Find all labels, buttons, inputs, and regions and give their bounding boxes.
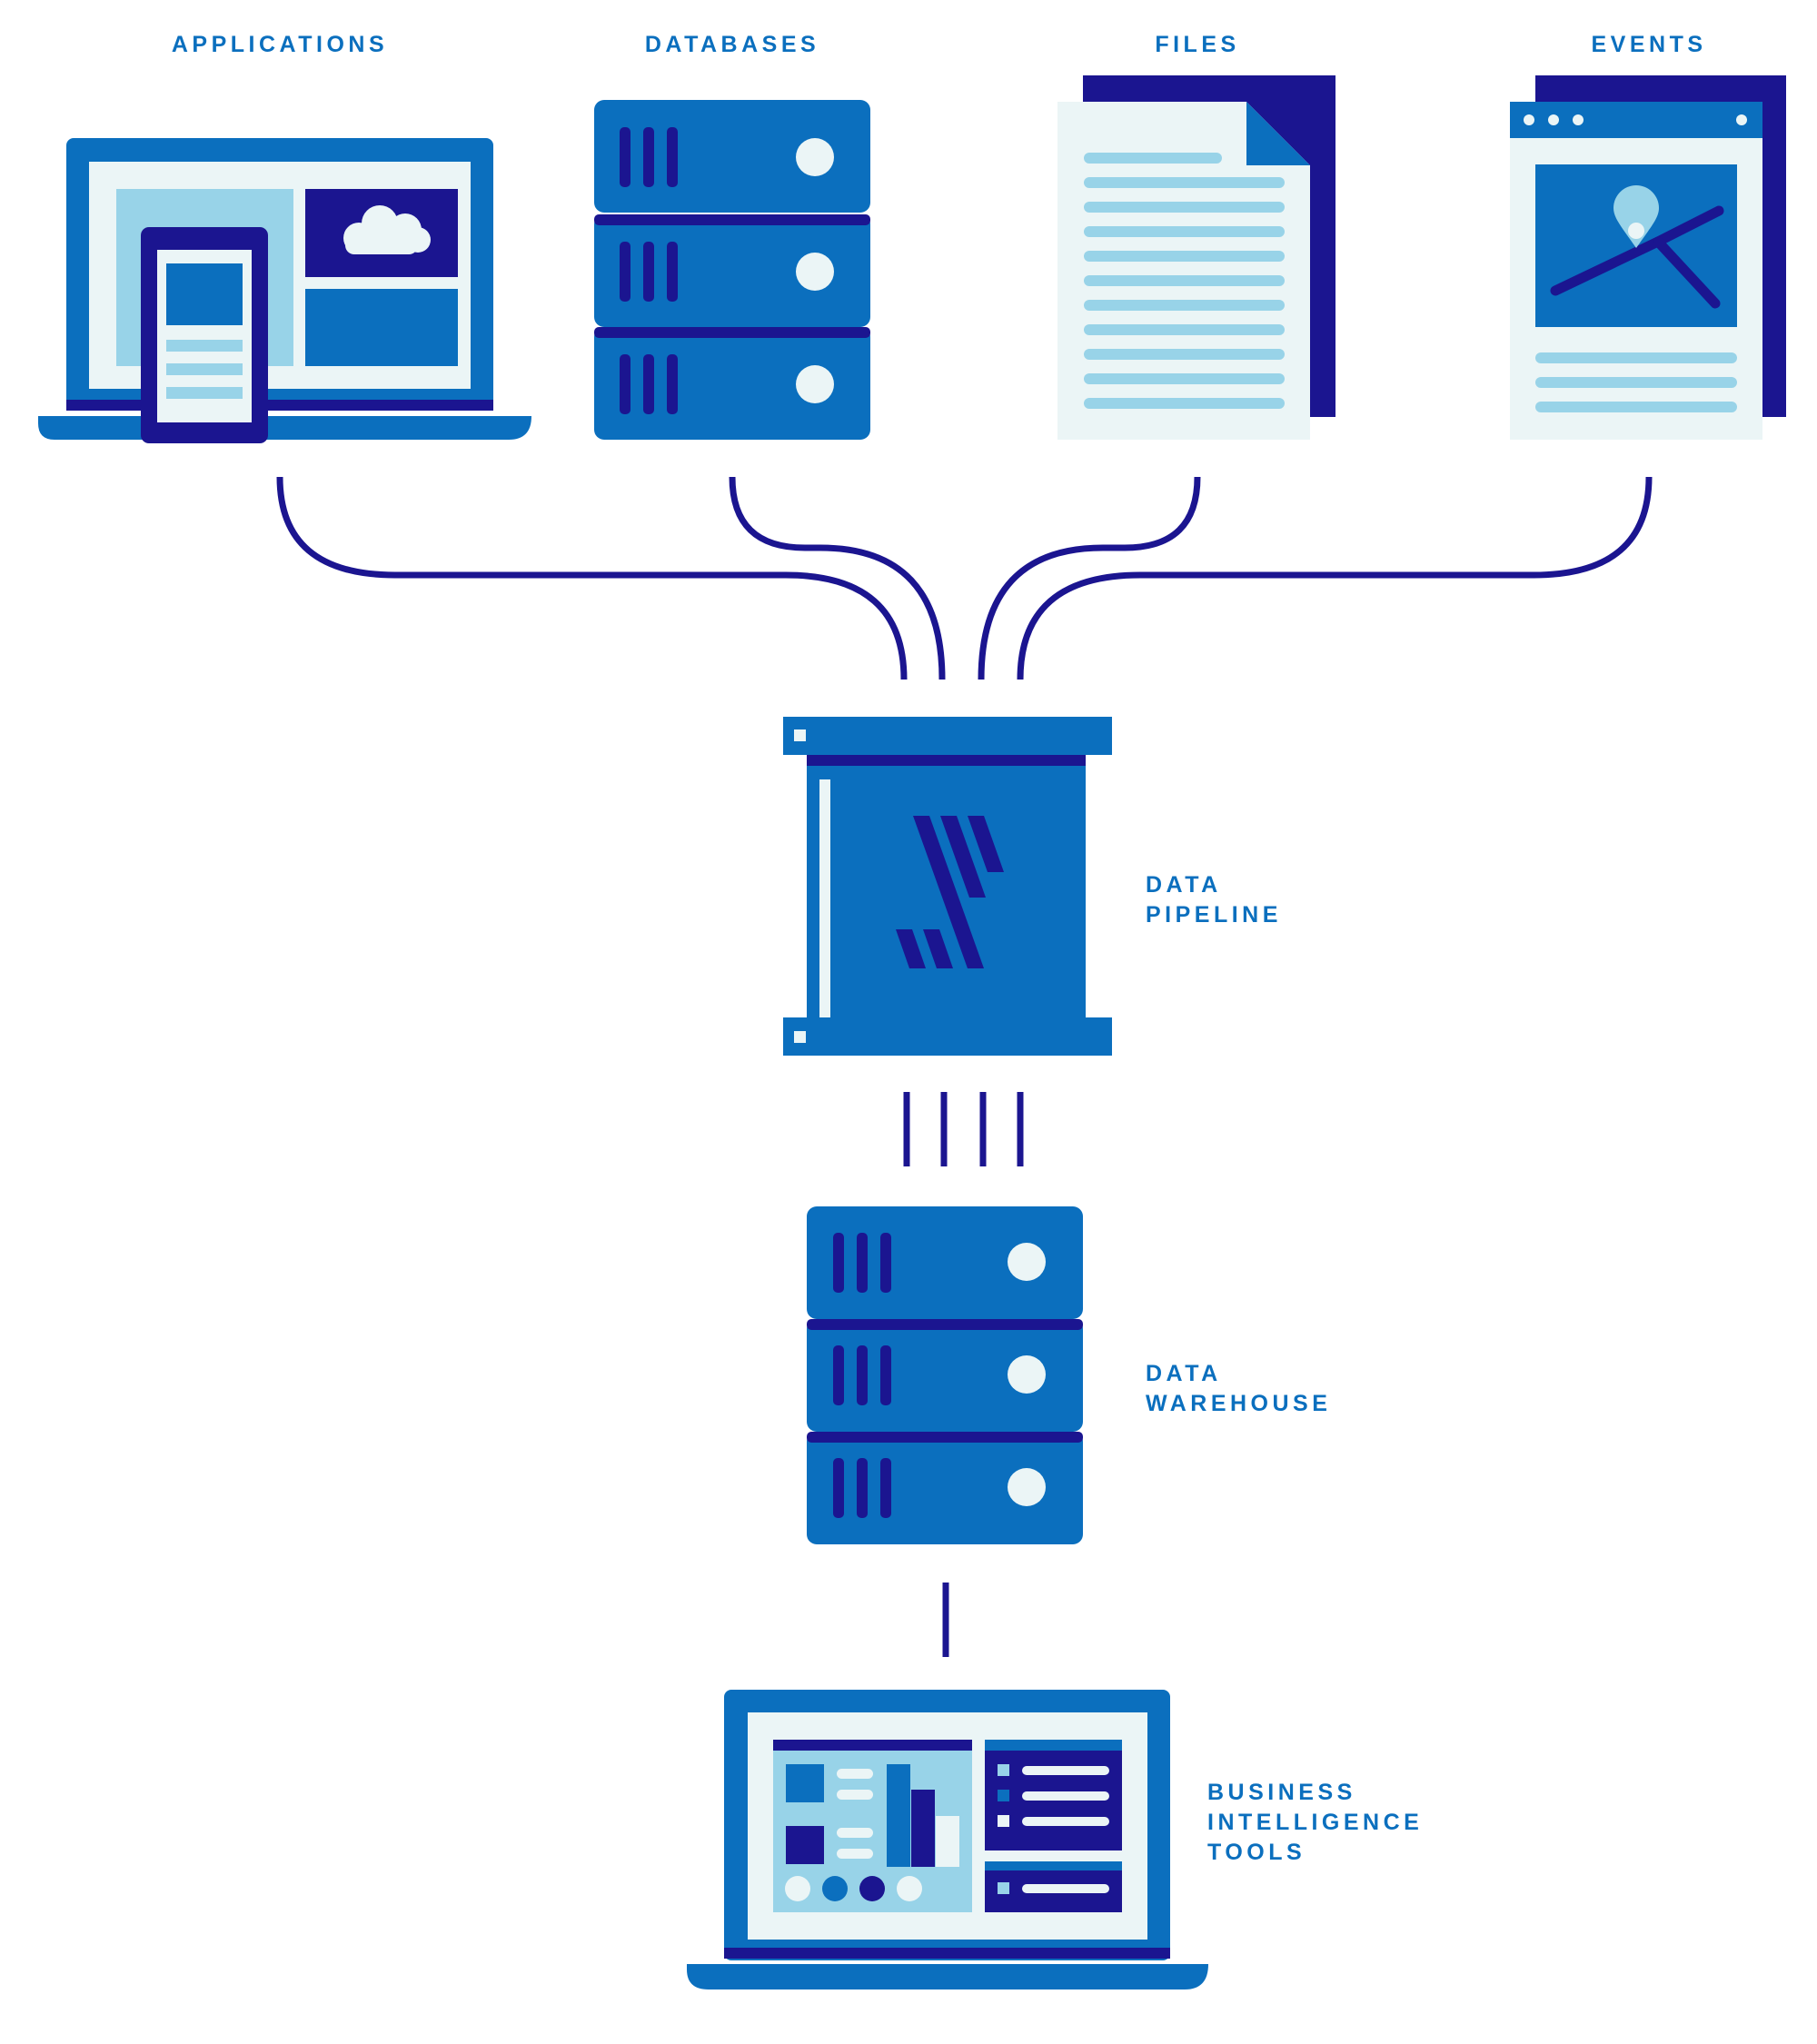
- server-unit: [594, 327, 870, 440]
- events-label: EVENTS: [1591, 32, 1706, 57]
- pipeline-warehouse-connectors: [903, 1092, 1024, 1166]
- pipeline-logo-mark: [896, 816, 1004, 968]
- applications-label: APPLICATIONS: [172, 32, 388, 57]
- pipeline-logo-icon: [783, 717, 1112, 1056]
- laptop-with-phone-icon: [38, 138, 531, 443]
- server-unit: [807, 1432, 1083, 1544]
- events-connector: [1017, 476, 1653, 680]
- databases-connector: [729, 476, 946, 680]
- document-file-icon: [1057, 75, 1335, 440]
- laptop-dashboard-icon: [687, 1690, 1208, 1989]
- server-unit: [594, 214, 870, 327]
- server-unit: [807, 1206, 1083, 1319]
- bi-label-line2: INTELLIGENCE: [1207, 1810, 1423, 1835]
- warehouse-label-line2: WAREHOUSE: [1146, 1391, 1331, 1416]
- bi-label-line3: TOOLS: [1207, 1840, 1306, 1865]
- server-unit: [807, 1319, 1083, 1432]
- pipeline-label-line1: DATA: [1146, 872, 1222, 898]
- files-label: FILES: [1155, 32, 1239, 57]
- warehouse-label-line1: DATA: [1146, 1361, 1222, 1386]
- dashboard-list-panel: [985, 1740, 1122, 1851]
- cloud-icon: [343, 205, 431, 254]
- files-connector: [978, 476, 1201, 680]
- pipeline-label-line2: PIPELINE: [1146, 902, 1282, 928]
- bi-label-line1: BUSINESS: [1207, 1780, 1356, 1805]
- browser-map-event-icon: [1510, 75, 1786, 440]
- dashboard-summary-panel: [985, 1861, 1122, 1912]
- warehouse-server-icon: [807, 1206, 1083, 1544]
- databases-label: DATABASES: [645, 32, 819, 57]
- applications-connector: [276, 476, 908, 680]
- database-server-icon: [594, 100, 870, 440]
- dashboard-chart-panel: [773, 1740, 972, 1912]
- map-pin-icon: [1613, 185, 1659, 248]
- server-unit: [594, 100, 870, 213]
- source-connectors: [276, 476, 1653, 680]
